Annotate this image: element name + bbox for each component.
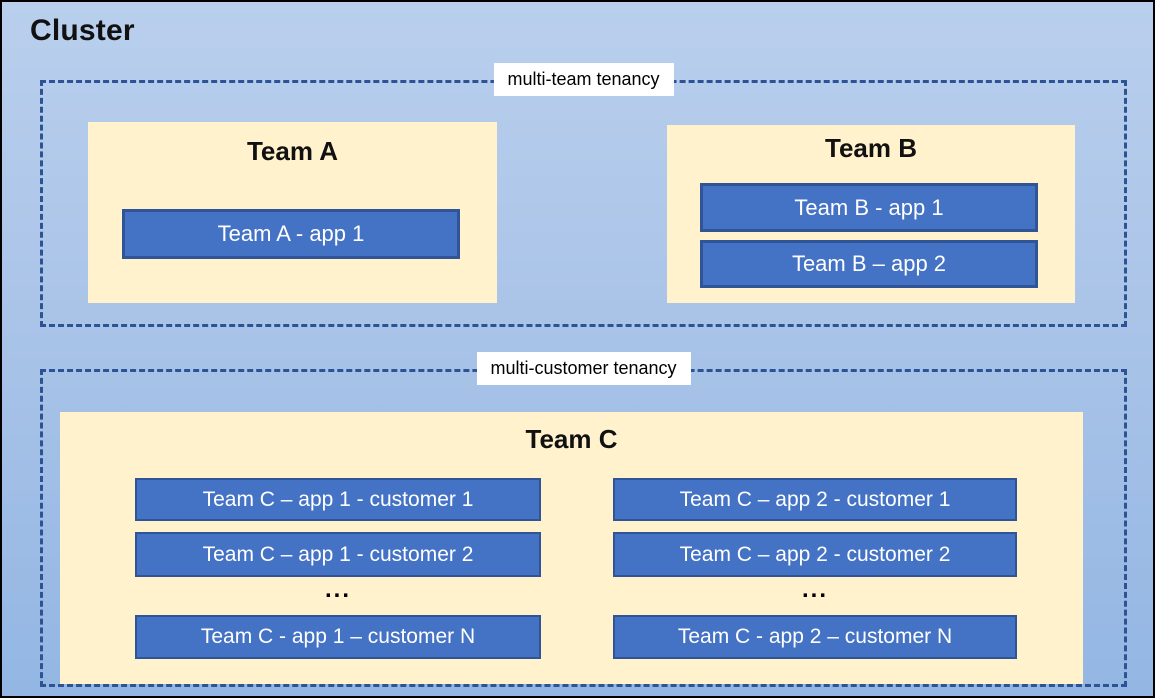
multi-team-tenancy-label: multi-team tenancy	[493, 63, 674, 97]
team-c-app1-customerN-box: Team C - app 1 – customer N	[135, 615, 541, 659]
team-a-title: Team A	[246, 136, 339, 166]
team-c-app1-customer2-box: Team C – app 1 - customer 2	[135, 532, 541, 577]
team-c-app2-customer2-box: Team C – app 2 - customer 2	[613, 532, 1017, 577]
multi-team-tenancy-group: multi-team tenancy Team A Team A - app 1…	[40, 63, 1127, 327]
team-a-app-1-box: Team A - app 1	[122, 209, 460, 259]
multi-customer-tenancy-label: multi-customer tenancy	[476, 352, 691, 386]
team-c-app1-customer1-box: Team C – app 1 - customer 1	[135, 478, 541, 521]
team-c-app1-ellipsis: ...	[324, 576, 351, 603]
team-c-app2-customer1-box: Team C – app 2 - customer 1	[613, 478, 1017, 521]
team-b-app-1-box: Team B - app 1	[700, 183, 1038, 232]
team-a-box: Team A Team A - app 1	[88, 122, 497, 303]
multi-customer-tenancy-group: multi-customer tenancy Team C Team C – a…	[40, 352, 1127, 687]
team-b-app-2-box: Team B – app 2	[700, 240, 1038, 288]
team-c-app2-customerN-box: Team C - app 2 – customer N	[613, 615, 1017, 659]
team-c-box: Team C Team C – app 1 - customer 1 Team …	[60, 412, 1083, 684]
cluster-title: Cluster	[30, 14, 135, 47]
team-b-box: Team B Team B - app 1 Team B – app 2	[667, 125, 1075, 303]
team-c-app2-ellipsis: ...	[801, 576, 828, 603]
team-c-title: Team C	[525, 424, 618, 454]
team-b-title: Team B	[825, 133, 917, 163]
